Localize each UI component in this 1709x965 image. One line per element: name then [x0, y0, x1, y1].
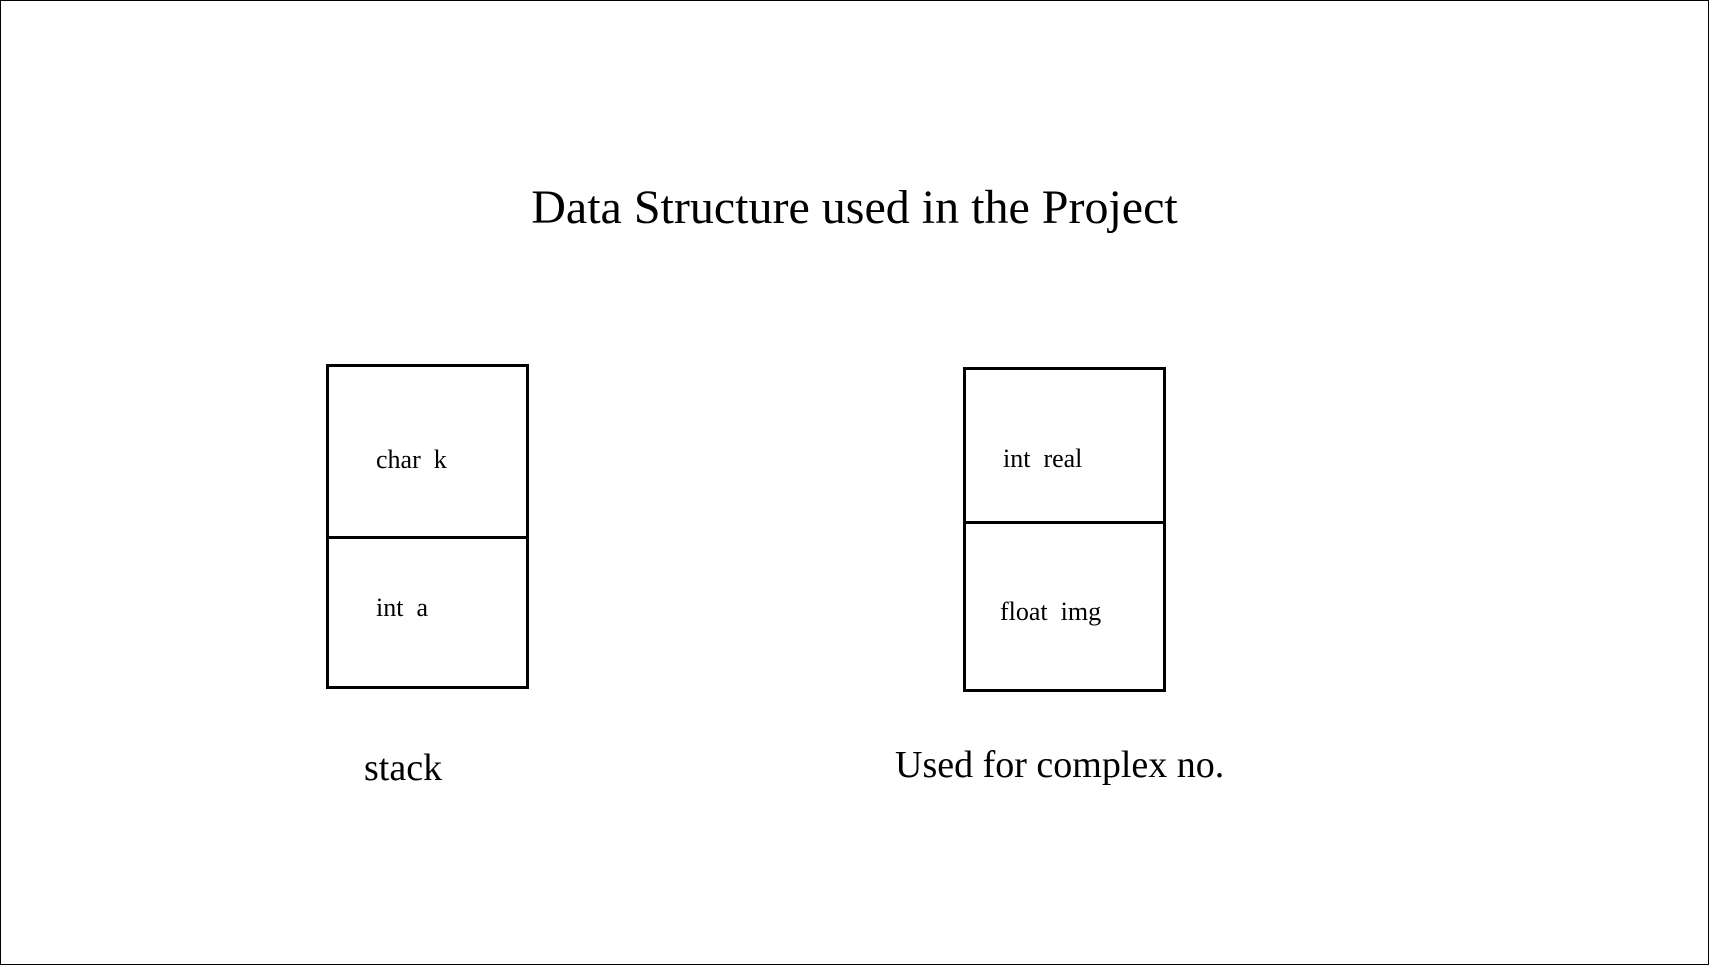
- stack-caption: stack: [364, 747, 443, 789]
- stack-structure-box: char k int a: [326, 364, 529, 689]
- complex-field-label: int real: [1003, 443, 1083, 473]
- stack-field-cell: int a: [329, 536, 526, 686]
- complex-structure-box: int real float img: [963, 367, 1166, 692]
- complex-caption: Used for complex no.: [895, 744, 1225, 786]
- complex-field-cell: float img: [966, 521, 1163, 689]
- complex-field-label: float img: [1000, 596, 1102, 626]
- stack-field-cell: char k: [329, 367, 526, 536]
- diagram-title: Data Structure used in the Project: [531, 181, 1178, 234]
- stack-field-label: char k: [376, 444, 447, 474]
- complex-field-cell: int real: [966, 370, 1163, 521]
- stack-field-label: int a: [376, 592, 428, 622]
